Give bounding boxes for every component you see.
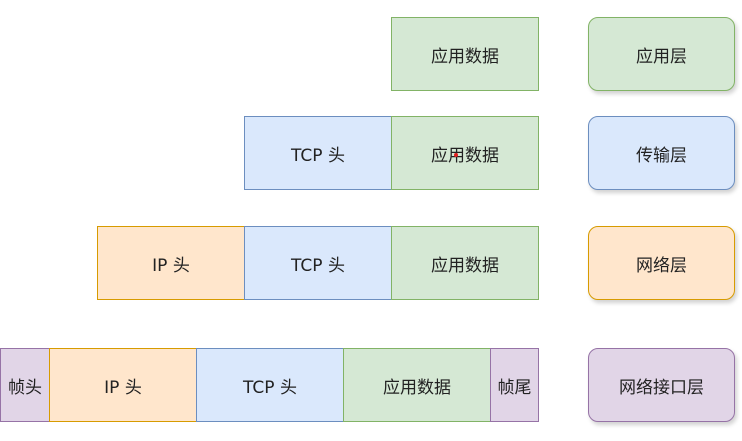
layer-label-link: 网络接口层 — [588, 348, 735, 422]
frame-header-segment: 帧头 — [0, 348, 50, 422]
cursor-dot — [454, 153, 458, 157]
tcp-header-segment: TCP 头 — [196, 348, 344, 422]
layer-label-application: 应用层 — [588, 17, 735, 91]
ip-header-segment: IP 头 — [97, 226, 245, 300]
app-data-segment: 应用数据 — [391, 226, 539, 300]
app-data-segment: 应用数据 — [343, 348, 491, 422]
frame-trailer-segment: 帧尾 — [490, 348, 539, 422]
layer-label-transport: 传输层 — [588, 116, 735, 190]
layer-label-network: 网络层 — [588, 226, 735, 300]
tcp-header-segment: TCP 头 — [244, 116, 392, 190]
ip-header-segment: IP 头 — [49, 348, 197, 422]
app-data-segment: 应用数据 — [391, 116, 539, 190]
app-data-segment: 应用数据 — [391, 17, 539, 91]
tcp-header-segment: TCP 头 — [244, 226, 392, 300]
